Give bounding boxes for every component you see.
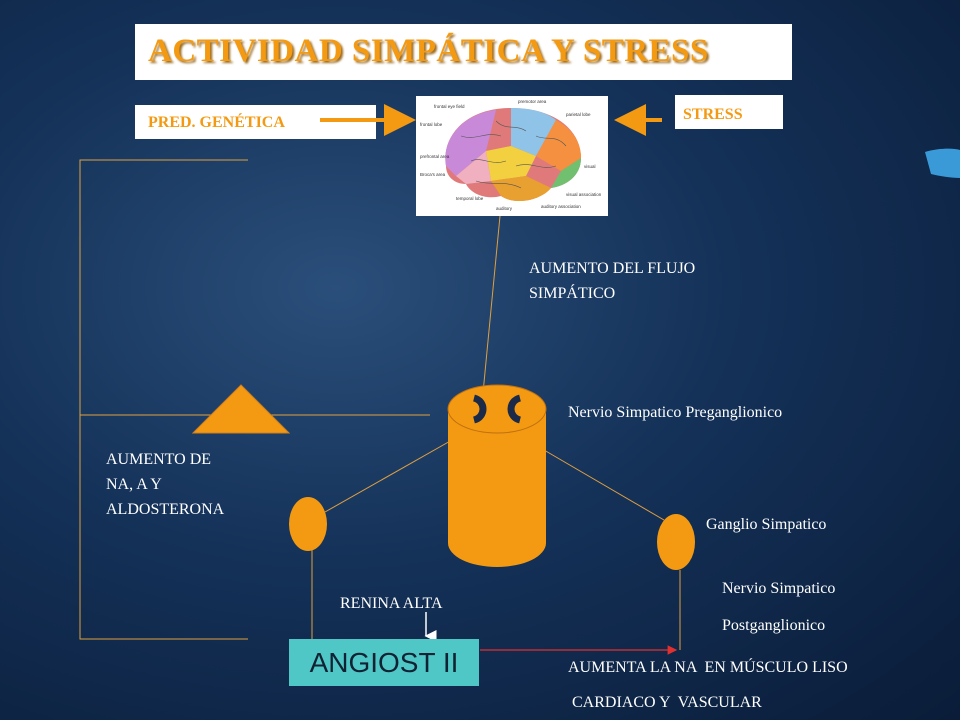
preganglionic-label: Nervio Simpatico Preganglionico (568, 404, 783, 421)
title-box (135, 24, 792, 80)
feedback-loop-line (79, 159, 248, 640)
stress-box (675, 95, 783, 129)
angiotensin-box: ANGIOST II (289, 639, 479, 686)
svg-text:frontal lobe: frontal lobe (420, 122, 443, 127)
svg-text:temporal lobe: temporal lobe (456, 196, 484, 201)
renin-label: RENINA ALTA (340, 595, 443, 612)
brain-to-nerve-line (482, 215, 501, 394)
decorative-swoosh (925, 148, 960, 178)
svg-text:parietal lobe: parietal lobe (566, 112, 591, 117)
svg-text:prefrontal area: prefrontal area (420, 154, 450, 159)
svg-text:auditory association: auditory association (541, 204, 581, 209)
flow-label-line1: AUMENTO DEL FLUJO (529, 260, 696, 277)
flow-label-line2: SIMPÁTICO (529, 285, 616, 302)
postganglionic-label-line1: Nervio Simpatico (722, 580, 836, 597)
page-title: ACTIVIDAD SIMPÁTICA Y STRESS (148, 33, 709, 69)
increase-label-line1: AUMENTO DE (106, 451, 212, 468)
increase-label-line3: ALDOSTERONA (106, 501, 225, 518)
right-ganglion (657, 514, 695, 570)
postganglionic-label-line2: Postganglionico (722, 617, 826, 634)
brain-image: frontal eye field premotor area parietal … (416, 96, 608, 216)
svg-text:auditory: auditory (496, 206, 513, 211)
nerve-to-right-ganglion-line (543, 449, 665, 521)
triangle-shape (192, 384, 290, 434)
svg-text:premotor area: premotor area (518, 99, 547, 104)
left-ganglion (289, 497, 327, 551)
svg-text:visual association: visual association (566, 192, 602, 197)
svg-text:visual: visual (584, 164, 596, 169)
ganglion-label: Ganglio Simpatico (706, 516, 827, 533)
nerve-cylinder (447, 384, 547, 567)
stress-label: STRESS (683, 106, 743, 123)
increase-label-line2: NA, A Y (106, 476, 162, 493)
svg-text:Broca's area: Broca's area (420, 172, 446, 177)
effect-label-line1: AUMENTA LA NA EN MÚSCULO LISO (568, 659, 848, 676)
nerve-to-left-ganglion-line (324, 439, 453, 513)
effect-label-line2: CARDIACO Y VASCULAR (568, 694, 762, 711)
genetic-label: PRED. GENÉTICA (148, 114, 285, 131)
svg-text:frontal eye field: frontal eye field (434, 104, 465, 109)
